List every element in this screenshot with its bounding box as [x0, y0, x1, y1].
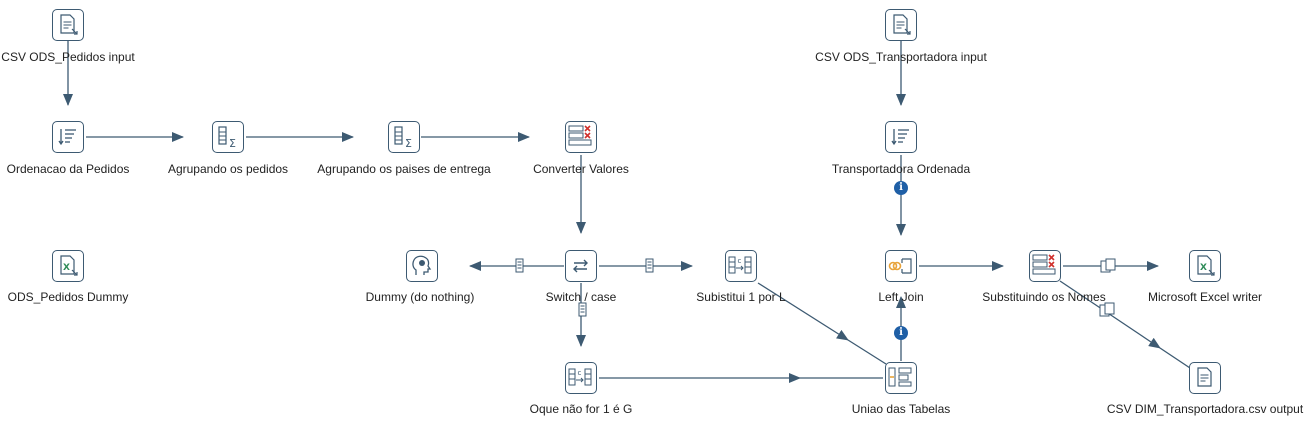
dummy-icon — [412, 255, 432, 275]
replace-string-icon: c — [728, 256, 752, 274]
merge-icon — [888, 367, 912, 387]
hop[interactable] — [847, 339, 887, 365]
svg-text:X: X — [63, 263, 70, 273]
hop[interactable] — [757, 282, 849, 341]
step-label: Agrupando os pedidos — [167, 162, 289, 176]
step-csv-transportadora-input[interactable] — [885, 9, 917, 41]
hop[interactable] — [1159, 347, 1191, 369]
step-label: Ordenacao da Pedidos — [6, 162, 130, 176]
switch-case-icon — [573, 259, 588, 273]
csv-input-icon — [893, 14, 911, 35]
step-substituindo-nomes[interactable] — [1029, 250, 1061, 282]
step-excel-writer[interactable]: X — [1189, 250, 1221, 282]
step-transportadora-ordenada[interactable] — [885, 121, 917, 153]
svg-text:Σ: Σ — [229, 137, 236, 150]
step-label: Left Join — [878, 290, 924, 304]
group-by-icon: Σ — [218, 126, 236, 150]
svg-text:X: X — [1200, 263, 1207, 273]
step-left-join[interactable] — [885, 250, 917, 282]
target-step-marker-icon — [578, 302, 588, 323]
target-step-marker-icon — [515, 258, 525, 279]
step-label: Switch / case — [545, 290, 617, 304]
step-converter-valores[interactable] — [565, 121, 597, 153]
step-label: Microsoft Excel writer — [1147, 290, 1263, 304]
info-icon[interactable]: i — [894, 326, 908, 340]
step-label: CSV ODS_Pedidos input — [1, 50, 135, 64]
step-label: CSV ODS_Transportadora input — [815, 50, 987, 64]
csv-output-icon — [1197, 367, 1212, 387]
step-label: Uniao das Tabelas — [851, 402, 951, 416]
step-label: ODS_Pedidos Dummy — [7, 290, 129, 304]
target-step-marker-icon — [645, 258, 655, 279]
group-by-icon: Σ — [394, 126, 412, 150]
csv-input-icon — [60, 14, 78, 35]
step-label: Dummy (do nothing) — [365, 290, 475, 304]
step-agrupando-paises[interactable]: Σ — [388, 121, 420, 153]
replace-string-icon: c — [568, 368, 592, 386]
step-ordenacao-pedidos[interactable] — [52, 121, 84, 153]
svg-text:c: c — [578, 369, 582, 377]
step-csv-pedidos-input[interactable] — [52, 9, 84, 41]
step-label: Oque não for 1 é G — [529, 402, 633, 416]
copy-rows-icon — [1100, 258, 1118, 279]
svg-text:c: c — [738, 257, 742, 265]
step-label: Substituindo os Nomes — [982, 290, 1106, 304]
step-csv-dim-output[interactable] — [1189, 362, 1221, 394]
step-switch-case[interactable] — [565, 250, 597, 282]
step-label: Subistitui 1 por L — [696, 290, 786, 304]
sort-icon — [58, 129, 76, 146]
step-label: CSV DIM_Transportadora.csv output — [1106, 402, 1304, 416]
value-mapper-icon — [568, 125, 592, 146]
value-mapper-icon — [1032, 254, 1056, 275]
step-dummy[interactable] — [406, 250, 438, 282]
join-icon — [888, 258, 912, 274]
step-ods-pedidos-dummy[interactable]: X — [52, 250, 84, 282]
info-icon[interactable]: i — [894, 181, 908, 195]
step-oque-nao-for[interactable]: c — [565, 362, 597, 394]
step-substitui-1[interactable]: c — [725, 250, 757, 282]
step-uniao-tabelas[interactable] — [885, 362, 917, 394]
step-label: Transportadora Ordenada — [831, 162, 971, 176]
copy-rows-icon — [1099, 302, 1117, 323]
svg-text:Σ: Σ — [405, 137, 412, 150]
step-label: Agrupando os paises de entrega — [317, 162, 491, 176]
sort-icon — [891, 129, 909, 146]
excel-icon: X — [60, 255, 78, 276]
excel-icon: X — [1197, 255, 1215, 276]
step-label: Converter Valores — [533, 162, 629, 176]
step-agrupando-pedidos[interactable]: Σ — [212, 121, 244, 153]
